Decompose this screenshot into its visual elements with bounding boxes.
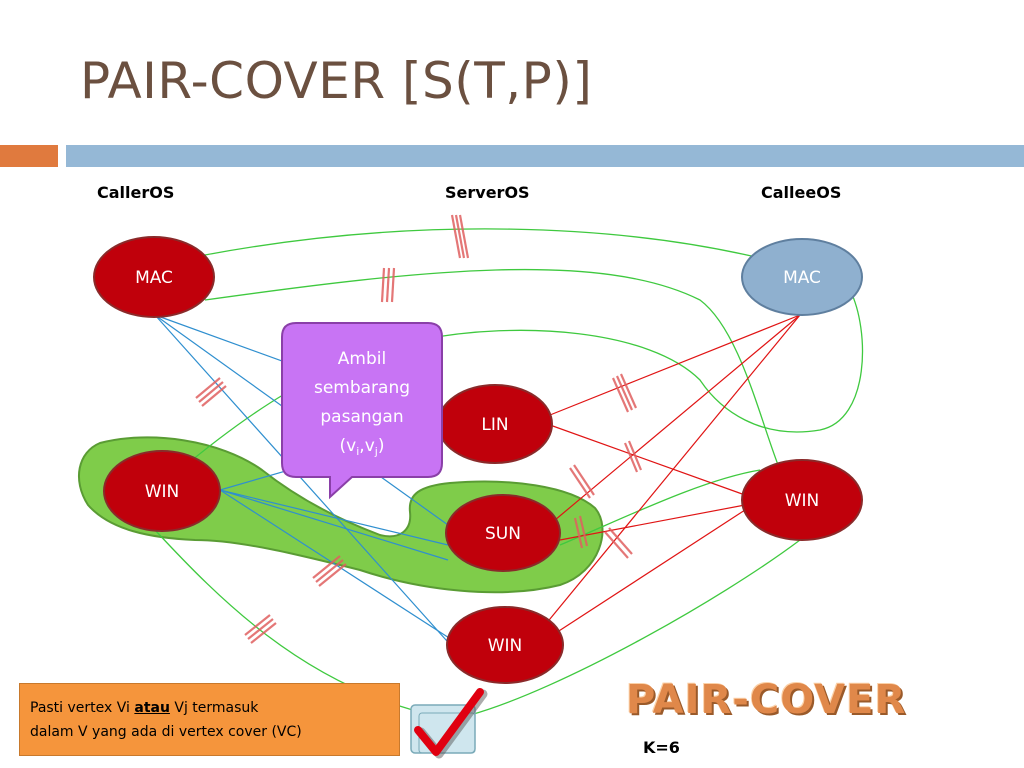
strike-mark-9 bbox=[312, 555, 347, 587]
node-callee-mac: MAC bbox=[741, 238, 863, 316]
note-text-line2: dalam V yang ada di vertex cover (VC) bbox=[30, 724, 302, 740]
slide-title: PAIR-COVER [S(T,P)] bbox=[80, 52, 593, 110]
strike-mark-4 bbox=[611, 373, 638, 413]
node-server-lin-label: LIN bbox=[481, 415, 508, 435]
node-server-sun-label: SUN bbox=[485, 524, 521, 544]
node-server-win: WIN bbox=[446, 606, 564, 684]
note-box: Pasti vertex Vi atau Vj termasuk dalam V… bbox=[19, 683, 400, 756]
edge-callee-win-checkmark bbox=[469, 539, 801, 716]
callout-line-3: pasangan bbox=[320, 407, 403, 427]
red-edges bbox=[544, 314, 801, 641]
edge-win-sun-a bbox=[219, 489, 449, 546]
callout-line-2: sembarang bbox=[314, 378, 410, 398]
node-server-win-label: WIN bbox=[488, 636, 523, 656]
checkmark-icon bbox=[410, 688, 488, 759]
k-value-label: K=6 bbox=[643, 738, 680, 757]
column-caller-os: CallerOS bbox=[97, 183, 174, 202]
edge-lin-callee-win bbox=[549, 424, 746, 496]
edge-lin-callee-mac bbox=[549, 314, 801, 416]
note-text-part1: Pasti vertex Vi bbox=[30, 700, 135, 716]
node-caller-mac-label: MAC bbox=[135, 268, 173, 288]
node-callee-win-label: WIN bbox=[785, 491, 820, 511]
strike-mark-5 bbox=[569, 464, 595, 499]
strike-mark-8 bbox=[604, 527, 633, 559]
edge-win-callee-win bbox=[544, 509, 746, 641]
callout-line-4: (vi,vj) bbox=[340, 436, 385, 458]
node-caller-win-label: WIN bbox=[145, 482, 180, 502]
node-caller-win: WIN bbox=[103, 450, 221, 532]
callout-line-1: Ambil bbox=[338, 349, 386, 369]
green-edges bbox=[154, 228, 864, 716]
node-server-sun: SUN bbox=[445, 494, 561, 572]
column-server-os: ServerOS bbox=[445, 183, 530, 202]
edge-sun-callee-win bbox=[559, 504, 746, 541]
pair-cover-wordart: PAIR-COVER bbox=[626, 677, 907, 723]
accent-bar-orange bbox=[0, 145, 58, 167]
node-server-lin: LIN bbox=[437, 384, 553, 464]
callout-bubble: Ambil sembarang pasangan (vi,vj) bbox=[281, 322, 443, 500]
node-callee-mac-label: MAC bbox=[783, 268, 821, 288]
strike-mark-3 bbox=[195, 377, 227, 407]
note-text-part2: Vj termasuk bbox=[169, 700, 259, 716]
edge-sun-callee-mac bbox=[554, 314, 801, 521]
edge-caller-mac-callee-mac bbox=[204, 228, 761, 259]
strike-mark-10 bbox=[244, 614, 277, 644]
strike-mark-7 bbox=[573, 515, 589, 549]
column-callee-os: CalleeOS bbox=[761, 183, 841, 202]
edge-win-callee-mac bbox=[544, 314, 801, 626]
edge-win-sun-b bbox=[219, 489, 449, 561]
strike-mark-1 bbox=[450, 214, 470, 259]
edge-mac-win bbox=[154, 314, 456, 651]
note-emphasis: atau bbox=[134, 700, 170, 716]
strike-mark-2 bbox=[380, 267, 396, 303]
accent-bar-blue bbox=[66, 145, 1024, 167]
strike-mark-6 bbox=[623, 440, 643, 473]
strike-marks bbox=[195, 214, 643, 644]
node-caller-mac: MAC bbox=[93, 236, 215, 318]
node-callee-win: WIN bbox=[741, 459, 863, 541]
edge-caller-mac-callee-win bbox=[204, 268, 781, 471]
